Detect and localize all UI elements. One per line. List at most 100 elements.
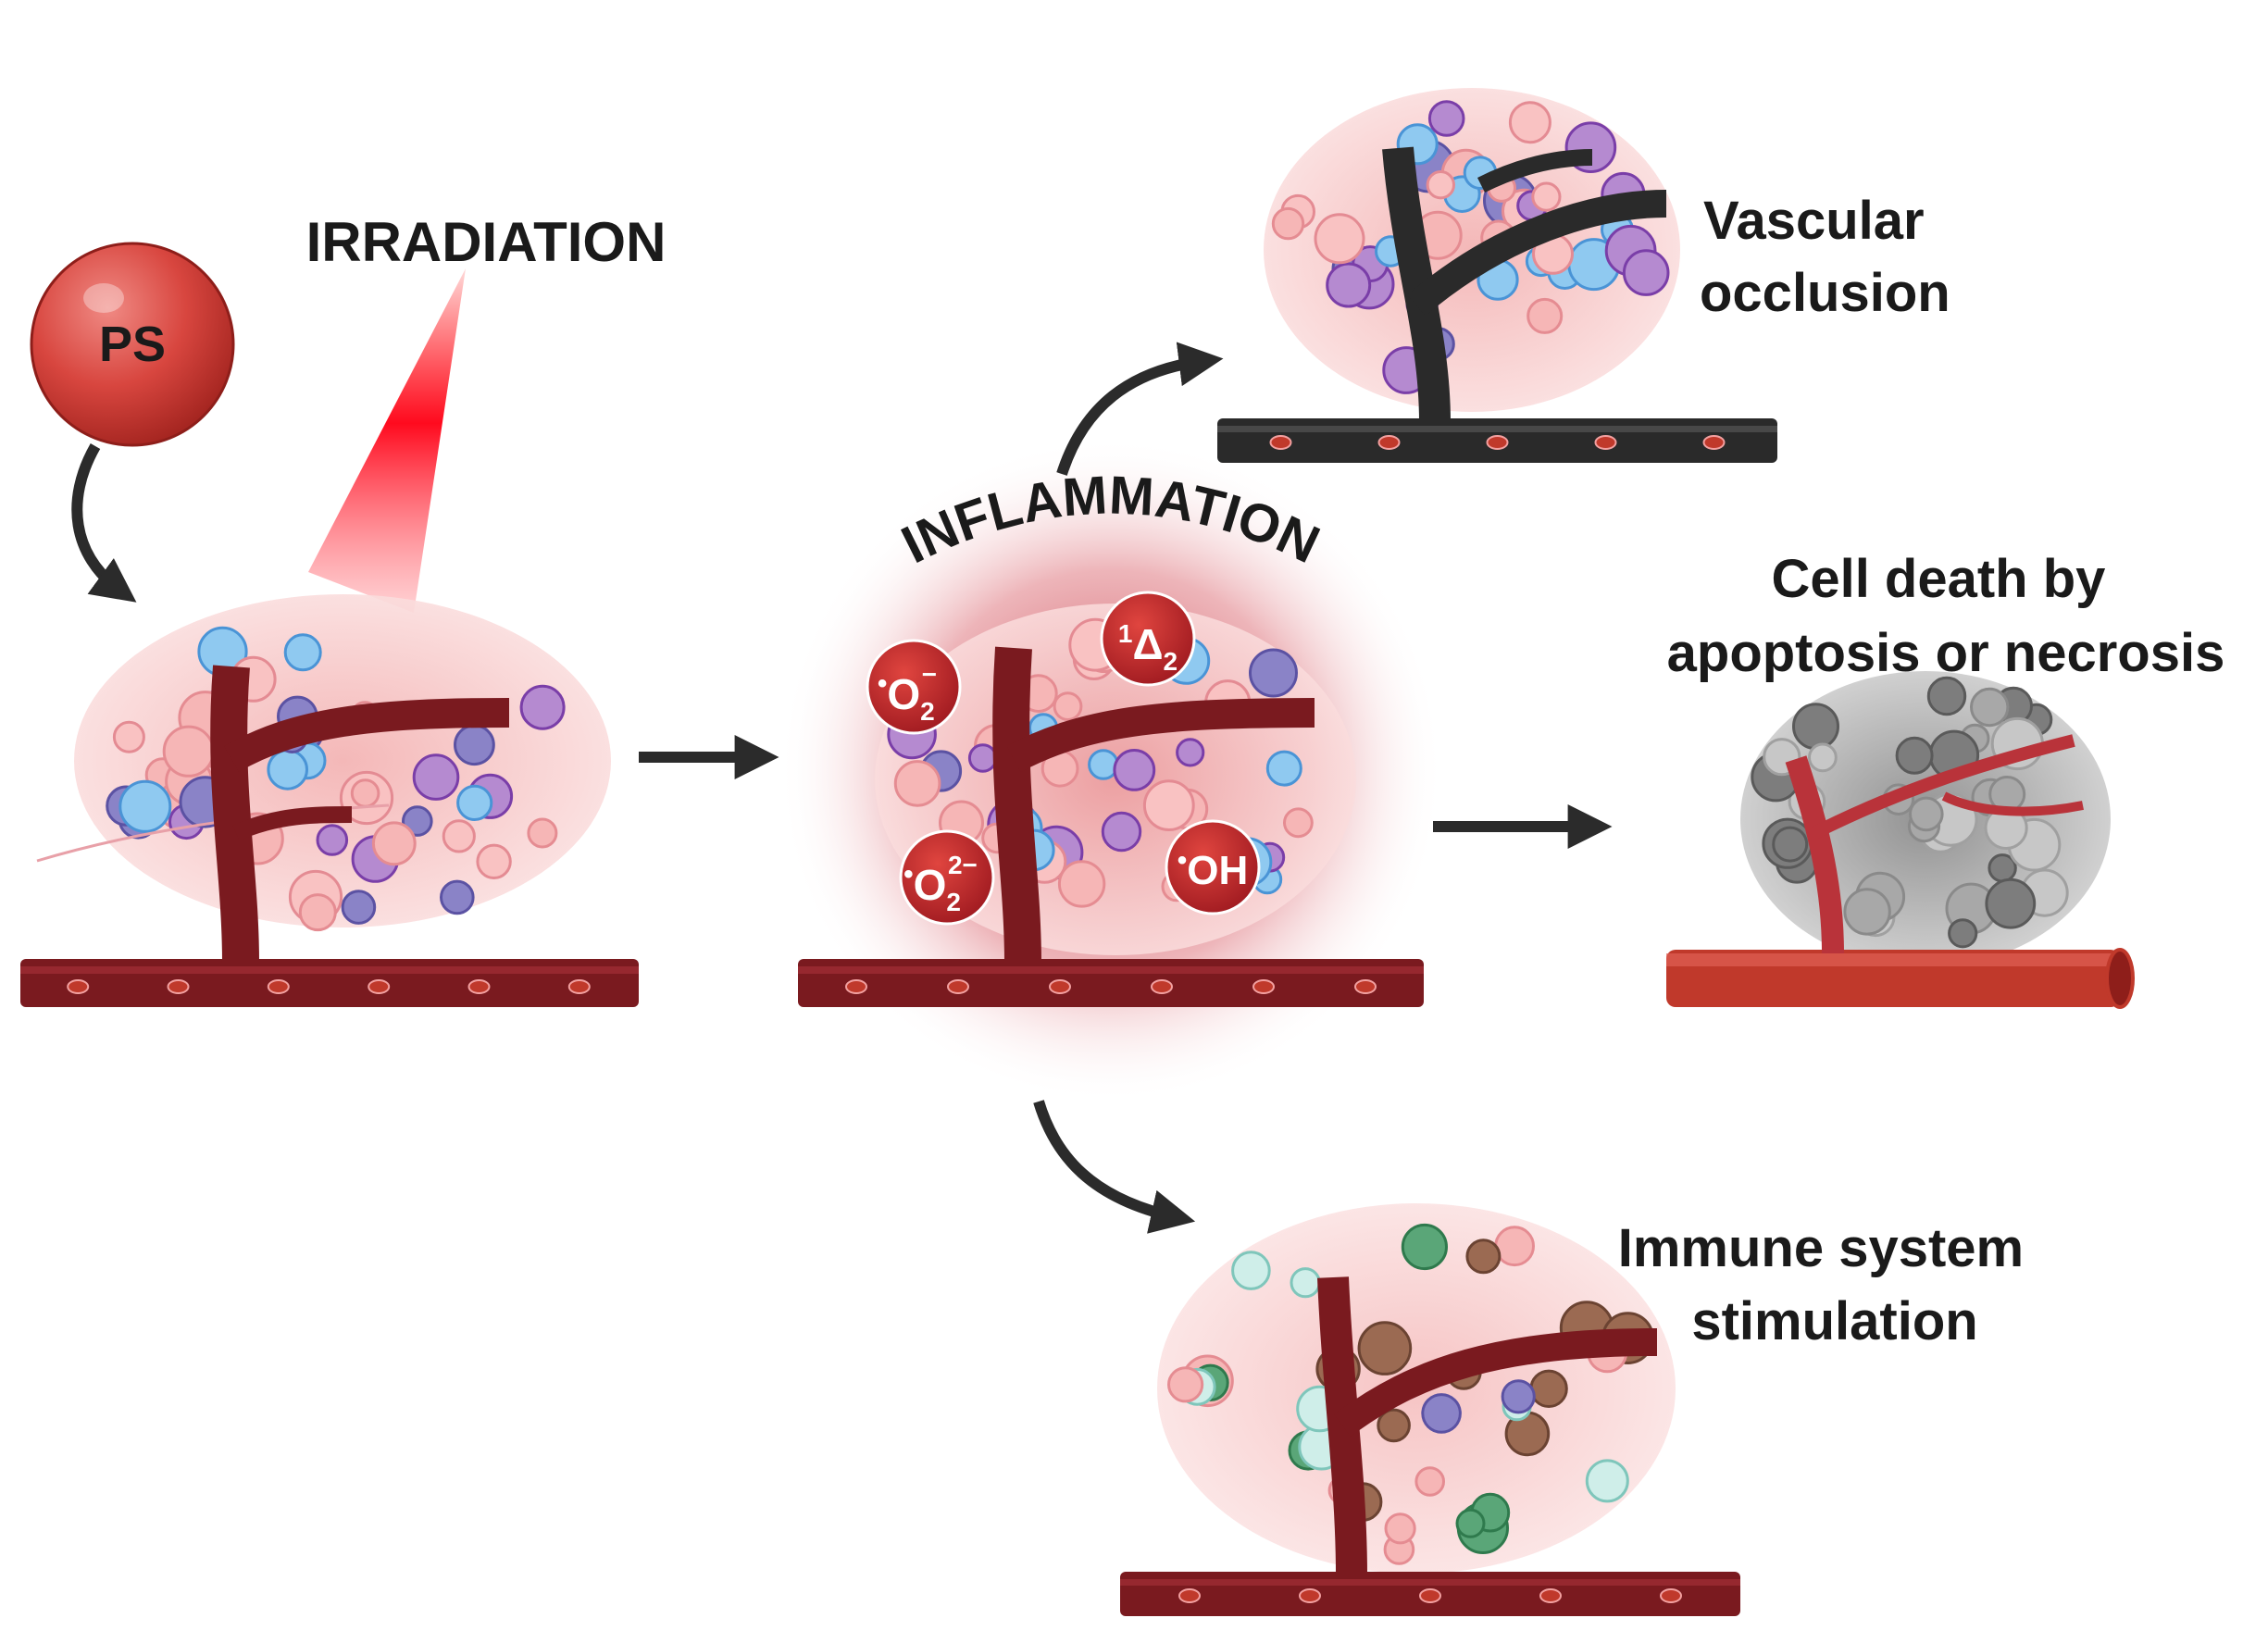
tumor-cell (1176, 738, 1205, 767)
tumor-cell (371, 821, 417, 866)
tumor-cell (519, 684, 566, 730)
immune-cell (1231, 1251, 1271, 1290)
tumor-cell (527, 817, 558, 849)
necrotic-cell (1895, 736, 1934, 775)
tumor-cell (456, 784, 493, 822)
tumor-cell (442, 819, 476, 853)
necrotic-cell (1843, 888, 1891, 936)
red-blood-cell (1299, 1588, 1321, 1603)
tumor-cell (1326, 262, 1372, 308)
red-blood-cell (1594, 435, 1617, 450)
tumor-cell (1271, 206, 1305, 241)
necrotic-tissue (1740, 671, 2111, 967)
tumor-cell (1426, 170, 1456, 200)
blood-vessel-inflamed (798, 646, 1424, 1007)
red-blood-cell (845, 979, 867, 994)
red-blood-cell (467, 979, 491, 994)
red-blood-cell (1486, 435, 1509, 450)
immune-cell (1384, 1512, 1416, 1545)
vascular-occlusion-label: Vascular occlusion (1700, 191, 1950, 323)
tumor-cell (440, 879, 475, 915)
red-blood-cell (567, 979, 591, 994)
tumor-cell (1249, 648, 1298, 698)
red-blood-cell (1252, 979, 1275, 994)
ros-hydroxyl: •OH (1165, 819, 1261, 915)
blood-vessel-immune (1120, 1276, 1740, 1616)
immune-cell (1501, 1379, 1536, 1414)
necrotic-cell (1792, 703, 1839, 751)
tumor-cell (1622, 249, 1670, 296)
necrotic-cell (1970, 687, 2010, 728)
ps-label: PS (99, 317, 166, 372)
tumor-cell (1142, 779, 1195, 831)
red-blood-cell (947, 979, 969, 994)
red-blood-cell (1539, 1588, 1562, 1603)
ros-singlet-oxygen: 1Δ2 (1100, 591, 1196, 687)
immune-cell (1377, 1408, 1411, 1443)
svg-text:1Δ2: 1Δ2 (1118, 619, 1178, 676)
necrotic-cell (1808, 742, 1838, 773)
svg-text:•OH: •OH (1178, 845, 1249, 893)
immune-cell (1585, 1459, 1629, 1503)
blood-vessel-tube (1666, 734, 2135, 1009)
red-blood-cell (1377, 435, 1401, 450)
tumor-cell (162, 725, 215, 778)
tumor-cell (1057, 860, 1106, 908)
cell-death-label: Cell death by apoptosis or necrosis (1667, 549, 2225, 683)
irradiation-label: IRRADIATION (306, 211, 667, 273)
red-blood-cell (67, 979, 90, 994)
immune-cell (1494, 1226, 1535, 1267)
red-blood-cell (1660, 1588, 1682, 1603)
red-blood-cell (1178, 1588, 1201, 1603)
svg-text:•O22−: •O22− (903, 851, 978, 916)
ps-molecule: PS (30, 242, 235, 447)
arrow-to-immune-stimulation (1033, 1100, 1196, 1234)
blood-vessel-occluded (1217, 146, 1777, 463)
red-blood-cell (1419, 1588, 1441, 1603)
necrotic-cell (1909, 796, 1944, 832)
red-blood-cell (167, 979, 190, 994)
immune-cell (1401, 1223, 1449, 1271)
irradiation-beam (308, 268, 466, 613)
necrotic-cell (1926, 676, 1967, 716)
immune-cell (1421, 1393, 1462, 1434)
tumor-tissue-initial (36, 594, 611, 932)
immune-cell (1414, 1466, 1445, 1497)
tumor-cell (454, 724, 495, 766)
red-blood-cell (1702, 435, 1726, 450)
immune-cell (1167, 1366, 1204, 1403)
tumor-cell (1427, 100, 1465, 137)
svg-text:•O2−: •O2− (878, 660, 937, 726)
tumor-cell (1531, 181, 1562, 212)
immune-cell (1357, 1321, 1413, 1375)
immune-cell (1455, 1508, 1486, 1538)
tumor-cell (267, 749, 309, 790)
red-blood-cell (1049, 979, 1071, 994)
tumor-cell (298, 893, 337, 932)
blood-vessel-initial (20, 665, 639, 1007)
immune-cell (1529, 1369, 1568, 1409)
tumor-cell (476, 843, 512, 879)
tumor-cell (350, 778, 380, 808)
tumor-cell (341, 890, 377, 925)
tumor-cell (1314, 213, 1365, 265)
tumor-cell (412, 753, 460, 801)
tumor-cell (402, 805, 433, 837)
red-blood-cell (267, 979, 290, 994)
ros-superoxide: •O2− (866, 639, 962, 735)
tumor-cell (316, 824, 349, 856)
tumor-cell (112, 720, 145, 753)
tumor-cell (1508, 101, 1551, 144)
red-blood-cell (368, 979, 391, 994)
arrow-to-vascular-occlusion (1056, 342, 1224, 476)
tumor-cell (1113, 749, 1156, 791)
red-blood-cell (1354, 979, 1377, 994)
necrotic-cell (1772, 826, 1809, 863)
necrotic-cell (1948, 918, 1978, 949)
immune-stimulation-label: Immune system stimulation (1618, 1218, 2039, 1351)
immune-cell (1465, 1238, 1502, 1275)
tumor-cell (1088, 749, 1119, 780)
ros-peroxide: •O22− (899, 829, 995, 926)
tumor-cell (1053, 691, 1083, 721)
